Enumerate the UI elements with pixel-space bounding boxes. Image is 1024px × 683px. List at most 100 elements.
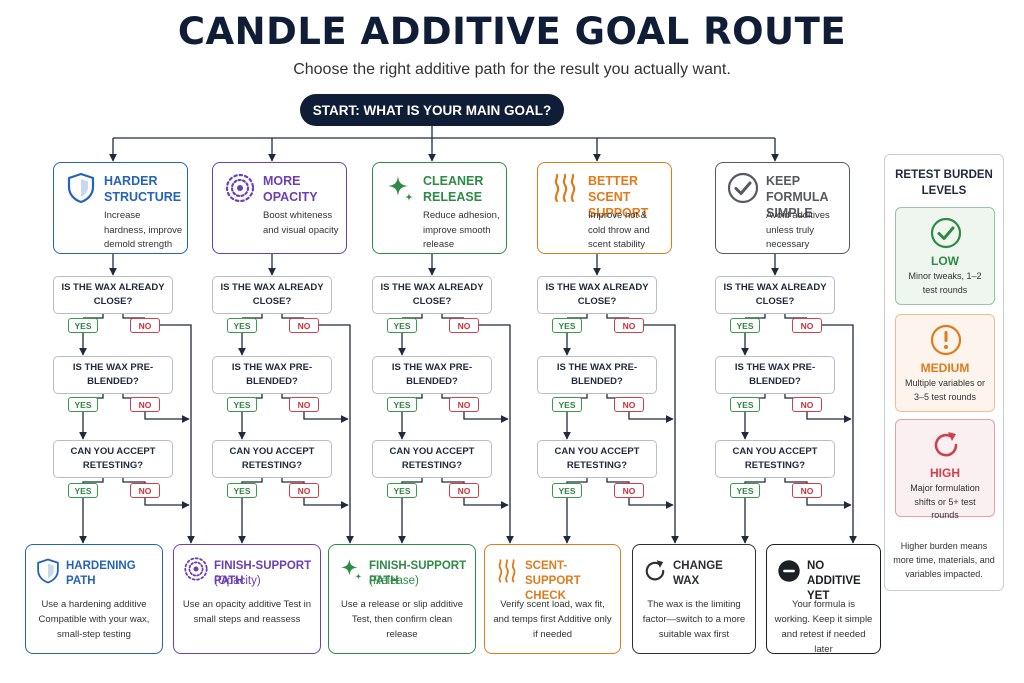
legend-note: Higher burden means more time, materials… [893,541,995,579]
decision-question: CAN YOU ACCEPT RETESTING? [53,440,173,478]
connector-line [144,498,190,509]
goal-card[interactable]: MORE OPACITY Boost whiteness and visual o… [212,162,347,254]
dotted-circle-icon [184,557,208,581]
yes-branch-label: YES [552,483,582,498]
no-branch-label: NO [130,483,160,498]
result-description: Use an opacity additive Test in small st… [182,599,312,625]
no-branch-label: NO [289,483,319,498]
goal-title: CLEANER RELEASE [423,174,484,204]
yes-branch-label: YES [227,397,257,412]
result-title: NO ADDITIVE YET [807,560,861,602]
yes-branch-label: YES [730,397,760,412]
goal-description: Avoid additives unless truly necessary [766,210,830,250]
minus-circle-icon [778,560,800,582]
yes-branch-label: YES [227,483,257,498]
page-title: CANDLE ADDITIVE GOAL ROUTE [177,10,847,53]
goal-title: KEEP FORMULA SIMPLE [766,174,829,220]
goal-title: BETTER SCENT SUPPORT [588,174,649,220]
decision-question: CAN YOU ACCEPT RETESTING? [715,440,835,478]
goal-description: Improve hot & cold throw and scent stabi… [588,210,650,250]
legend-level-name: MEDIUM [920,361,970,375]
connector-line [303,498,349,509]
no-branch-label: NO [614,483,644,498]
goal-description: Boost whiteness and visual opacity [263,210,339,236]
no-branch-label: NO [130,318,160,333]
connector-line [628,498,674,509]
connector-line [806,498,852,509]
exclamation-circle-icon [930,324,962,356]
decision-question: IS THE WAX ALREADY CLOSE? [212,276,332,314]
yes-branch-label: YES [730,318,760,333]
legend-title: RETEST BURDEN LEVELS [895,169,993,197]
result-description: Use a release or slip additive Test, the… [341,599,463,640]
result-title: CHANGE WAX [673,560,723,587]
decision-question: IS THE WAX PRE-BLENDED? [212,356,332,394]
start-node: START: WHAT IS YOUR MAIN GOAL? [300,94,564,126]
yes-branch-label: YES [730,483,760,498]
sparkle-icon [341,559,362,580]
connector-line [303,412,349,423]
no-branch-label: NO [614,318,644,333]
decision-question: IS THE WAX ALREADY CLOSE? [715,276,835,314]
goal-card[interactable]: HARDER STRUCTURE Increase hardness, impro… [53,162,188,254]
decision-question: IS THE WAX PRE-BLENDED? [372,356,492,394]
result-subtitle: (Opacity) [214,575,261,587]
decision-question: CAN YOU ACCEPT RETESTING? [372,440,492,478]
result-description: Verify scent load, wax fit, and temps fi… [493,599,612,640]
legend-level-description: Minor tweaks, 1–2 test rounds [908,271,982,295]
result-card[interactable]: CHANGE WAX The wax is the limiting factor… [632,544,756,654]
decision-question: IS THE WAX ALREADY CLOSE? [537,276,657,314]
yes-branch-label: YES [227,318,257,333]
result-card[interactable]: FINISH-SUPPORT PATH(Release)Use a releas… [328,544,476,654]
yes-branch-label: YES [387,397,417,412]
decision-question: IS THE WAX ALREADY CLOSE? [53,276,173,314]
shield-icon [67,172,95,204]
yes-branch-label: YES [552,318,582,333]
legend-level-card: HIGH Major formulation shifts or 5+ test … [895,419,995,520]
no-branch-label: NO [289,397,319,412]
no-branch-label: NO [614,397,644,412]
legend-level-description: Multiple variables or 3–5 test rounds [904,378,986,402]
result-title: SCENT-SUPPORT CHECK [525,560,581,602]
check-circle-icon [727,172,759,204]
yes-branch-label: YES [552,397,582,412]
decision-question: IS THE WAX PRE-BLENDED? [53,356,173,394]
no-branch-label: NO [792,318,822,333]
result-card[interactable]: FINISH-SUPPORT PATH(Opacity) Use an opaci… [173,544,321,654]
decision-question: CAN YOU ACCEPT RETESTING? [537,440,657,478]
result-description: The wax is the limiting factor—switch to… [642,599,746,640]
goal-description: Increase hardness, improve demold streng… [104,210,183,250]
dotted-circle-icon [225,173,255,203]
result-subtitle: (Release) [369,575,419,587]
legend-level-name: LOW [931,254,959,268]
goal-description: Reduce adhesion, improve smooth release [423,210,500,250]
retest-burden-legend: RETEST BURDEN LEVELS LOW Minor tweaks, 1–… [884,154,1004,591]
legend-level-description: Major formulation shifts or 5+ test roun… [910,483,980,520]
shield-icon [37,558,59,584]
connector-line [144,412,190,423]
decision-question: IS THE WAX ALREADY CLOSE? [372,276,492,314]
legend-level-card: MEDIUM Multiple variables or 3–5 test rou… [895,314,995,412]
yes-branch-label: YES [68,318,98,333]
decision-question: IS THE WAX PRE-BLENDED? [537,356,657,394]
goal-title: MORE OPACITY [263,174,318,204]
decision-question: CAN YOU ACCEPT RETESTING? [212,440,332,478]
connector-line [806,412,852,423]
legend-level-name: HIGH [930,466,960,480]
yes-branch-label: YES [387,318,417,333]
no-branch-label: NO [130,397,160,412]
yes-branch-label: YES [387,483,417,498]
scent-waves-icon [554,173,576,203]
scent-waves-icon [498,559,516,583]
connector-line [628,412,674,423]
result-title: FINISH-SUPPORT PATH [214,560,312,587]
goal-title: HARDER STRUCTURE [104,174,182,204]
no-branch-label: NO [792,397,822,412]
yes-branch-label: YES [68,397,98,412]
goal-card[interactable]: CLEANER RELEASE Reduce adhesion, improve … [372,162,507,254]
